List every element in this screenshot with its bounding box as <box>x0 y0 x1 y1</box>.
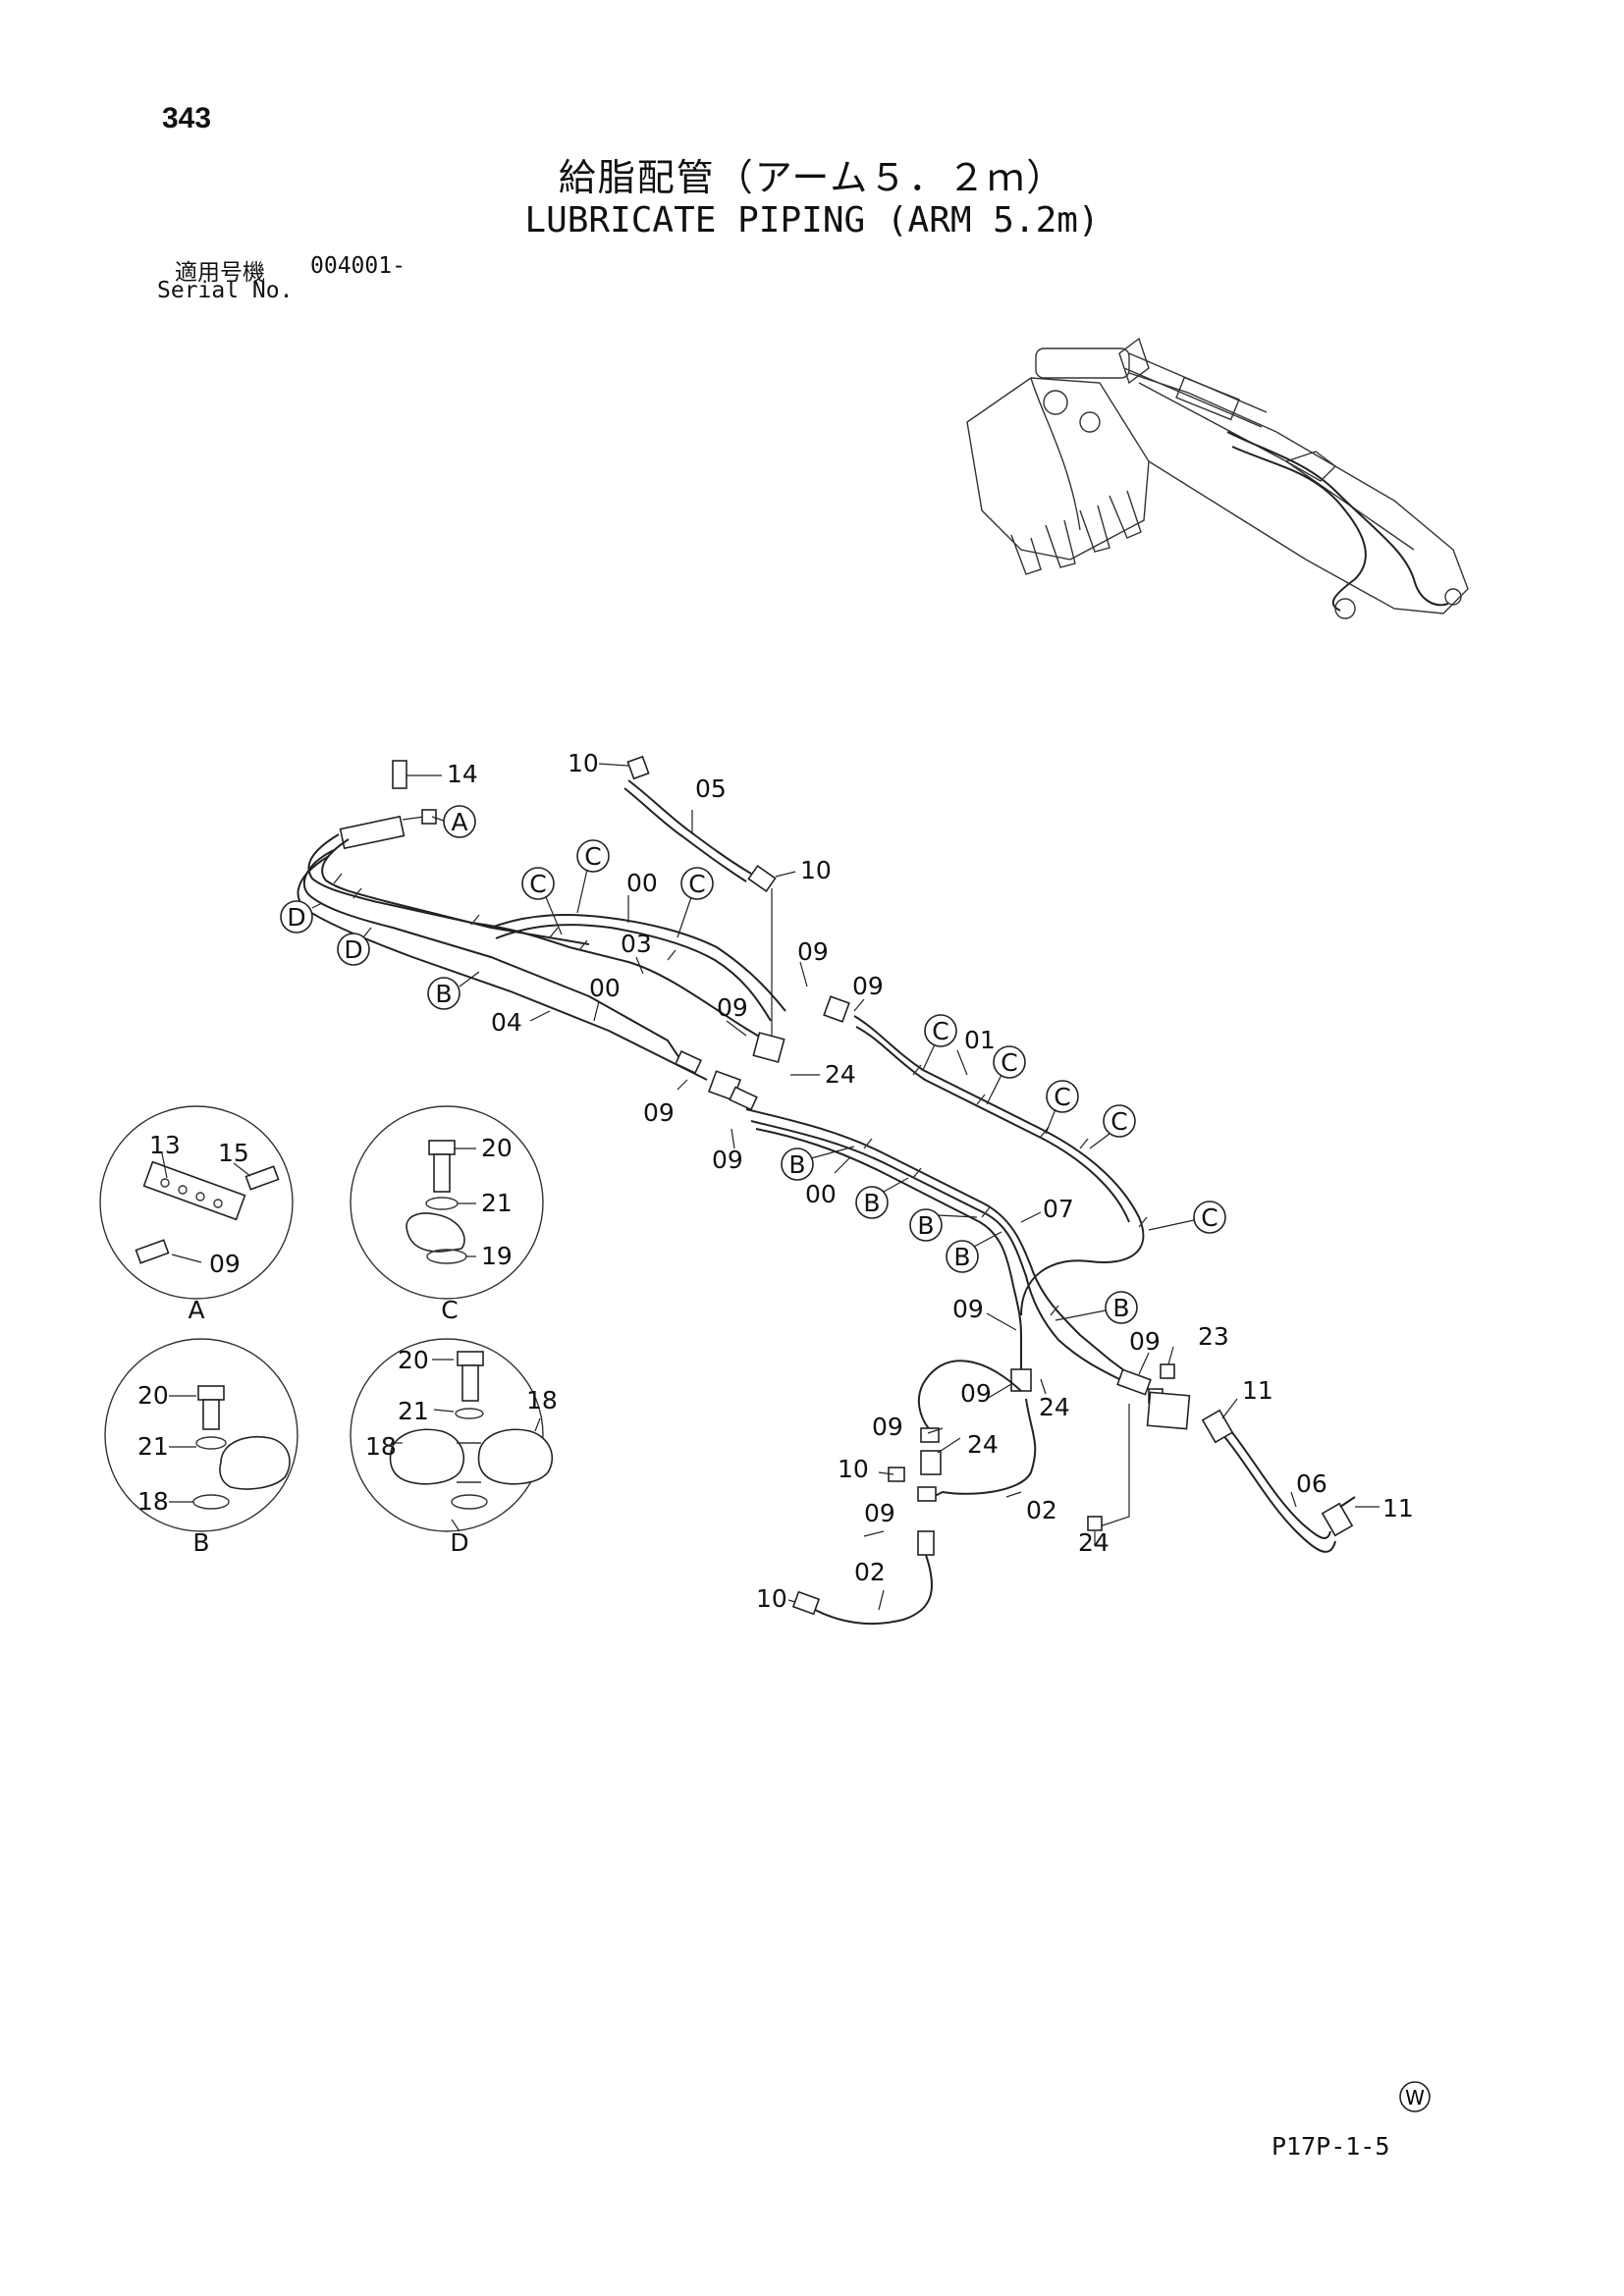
callout-b: B <box>863 1189 880 1217</box>
detail-b-label-21: 21 <box>137 1432 169 1461</box>
callout-c: C <box>688 870 705 898</box>
label-part-10: 10 <box>756 1584 787 1613</box>
label-part-14: 14 <box>447 760 478 788</box>
label-part-04: 04 <box>491 1008 522 1037</box>
page-number: 343 <box>162 102 212 134</box>
detail-d-label-18: 18 <box>365 1432 397 1461</box>
detail-c-label-21: 21 <box>481 1189 513 1217</box>
detail-d-label-20: 20 <box>398 1346 429 1374</box>
callout-a: A <box>451 808 467 836</box>
label-part-00: 00 <box>589 974 621 1002</box>
detail-d-label-21: 21 <box>398 1397 429 1425</box>
label-part-24: 24 <box>825 1060 856 1089</box>
label-part-10: 10 <box>800 856 832 884</box>
detail-c-label-19: 19 <box>481 1242 513 1270</box>
label-part-24: 24 <box>1078 1528 1110 1557</box>
callout-b: B <box>1112 1294 1129 1322</box>
detail-b-label-20: 20 <box>137 1381 169 1410</box>
label-part-09: 09 <box>643 1098 675 1127</box>
serial-label-english: Serial No. <box>157 278 294 303</box>
label-part-09: 09 <box>960 1379 992 1408</box>
detail-c-caption: C <box>441 1296 458 1324</box>
footer-mark-w: W <box>1405 2086 1425 2109</box>
excavator-arm-overview <box>966 337 1469 619</box>
callout-c: C <box>1201 1203 1218 1232</box>
callout-b: B <box>788 1150 805 1179</box>
footer-w-mark: W <box>1399 2081 1431 2112</box>
detail-view-d: 20 21 18 18 D <box>350 1338 558 1557</box>
callout-b: B <box>435 980 452 1008</box>
label-part-10: 10 <box>568 749 599 777</box>
page-title-english: LUBRICATE PIPING (ARM 5.2m) <box>524 200 1100 240</box>
detail-c-label-20: 20 <box>481 1134 513 1162</box>
page-title-japanese: 給脂配管（アーム５．２ｍ） <box>558 156 1066 199</box>
callout-c: C <box>932 1017 948 1045</box>
callout-c: C <box>1110 1107 1127 1136</box>
label-part-09: 09 <box>872 1413 903 1441</box>
detail-a-label-15: 15 <box>218 1139 249 1167</box>
label-part-11: 11 <box>1242 1376 1273 1405</box>
label-part-05: 05 <box>695 774 727 803</box>
label-part-09: 09 <box>712 1146 743 1174</box>
detail-a-label-09: 09 <box>209 1250 241 1278</box>
page-code: P17P-1-5 <box>1272 2132 1390 2161</box>
label-part-24: 24 <box>967 1430 999 1459</box>
label-part-24: 24 <box>1039 1393 1070 1421</box>
label-part-01: 01 <box>964 1026 996 1054</box>
label-part-00: 00 <box>805 1180 837 1208</box>
main-piping-assembly <box>297 755 1356 1626</box>
callout-c: C <box>584 842 601 871</box>
callout-d: D <box>287 903 305 932</box>
detail-d-caption: D <box>450 1528 468 1557</box>
detail-view-b: 20 21 18 B <box>104 1338 298 1557</box>
detail-view-c: 20 21 19 C <box>350 1105 544 1324</box>
serial-number-value: 004001- <box>310 253 406 279</box>
detail-view-a: 13 15 09 A <box>99 1105 294 1324</box>
label-part-06: 06 <box>1296 1469 1327 1498</box>
part-number-labels: 14 10 05 10 00 03 00 04 09 09 09 24 01 0… <box>392 749 1414 1613</box>
label-part-11: 11 <box>1382 1494 1414 1522</box>
detail-a-caption: A <box>188 1296 204 1324</box>
label-part-09: 09 <box>1129 1327 1161 1356</box>
label-part-00: 00 <box>626 869 658 897</box>
callout-c: C <box>1001 1048 1017 1077</box>
label-part-09: 09 <box>864 1499 895 1527</box>
detail-b-caption: B <box>192 1528 209 1557</box>
callout-b: B <box>917 1211 934 1240</box>
callout-c: C <box>1054 1083 1070 1111</box>
serial-label-japanese: 適用号機 <box>175 260 265 286</box>
label-part-07: 07 <box>1043 1195 1074 1223</box>
label-part-09: 09 <box>797 937 829 966</box>
detail-b-label-18: 18 <box>137 1487 169 1516</box>
label-part-10: 10 <box>838 1455 869 1483</box>
callout-d: D <box>344 935 362 964</box>
callout-markers: A D D B C C C C C C C C <box>280 805 1226 1324</box>
label-part-09: 09 <box>952 1295 984 1323</box>
label-part-23: 23 <box>1198 1322 1229 1351</box>
callout-c: C <box>529 870 546 898</box>
label-part-02: 02 <box>854 1558 886 1586</box>
label-part-09: 09 <box>852 972 884 1000</box>
label-part-09: 09 <box>717 993 748 1022</box>
detail-d-label-18: 18 <box>526 1386 558 1415</box>
label-part-02: 02 <box>1026 1496 1057 1524</box>
detail-a-label-13: 13 <box>149 1131 181 1159</box>
label-part-03: 03 <box>621 930 652 958</box>
callout-b: B <box>953 1243 970 1271</box>
